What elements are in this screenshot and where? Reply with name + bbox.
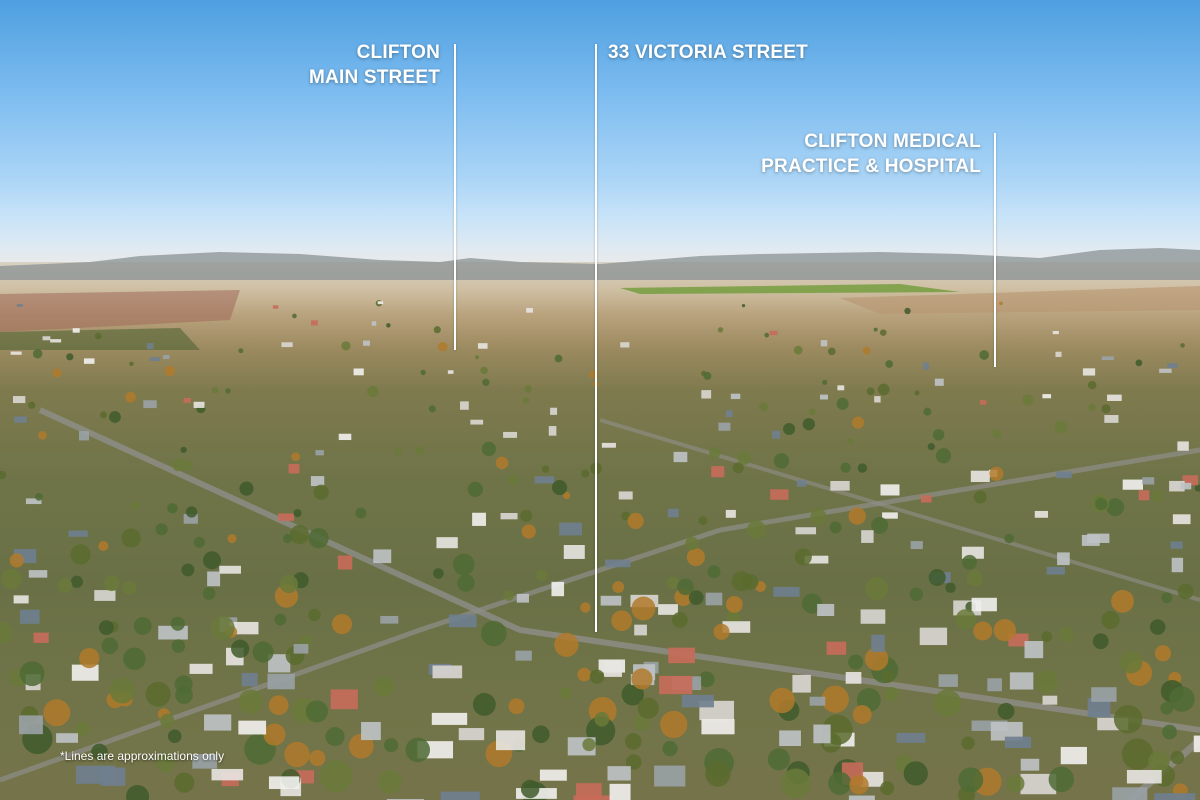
medical-line-2: PRACTICE & HOSPITAL xyxy=(761,156,981,177)
main-street-line-1: CLIFTON xyxy=(356,42,440,63)
disclaimer-text: *Lines are approximations only xyxy=(60,749,225,763)
main-street-line-2: MAIN STREET xyxy=(309,67,440,88)
fields xyxy=(0,284,1200,350)
town-houses xyxy=(0,300,1200,800)
medical-practice-label: CLIFTON MEDICAL PRACTICE & HOSPITAL xyxy=(761,129,981,179)
clifton-main-street-label: CLIFTON MAIN STREET xyxy=(309,40,440,90)
distant-hills xyxy=(0,248,1200,280)
medical-line-1: CLIFTON MEDICAL xyxy=(804,131,981,152)
main-street-pin-line xyxy=(454,44,456,350)
victoria-street-label: 33 VICTORIA STREET xyxy=(608,42,808,63)
victoria-street-pin-line xyxy=(595,44,597,632)
medical-pin-line xyxy=(994,133,996,367)
